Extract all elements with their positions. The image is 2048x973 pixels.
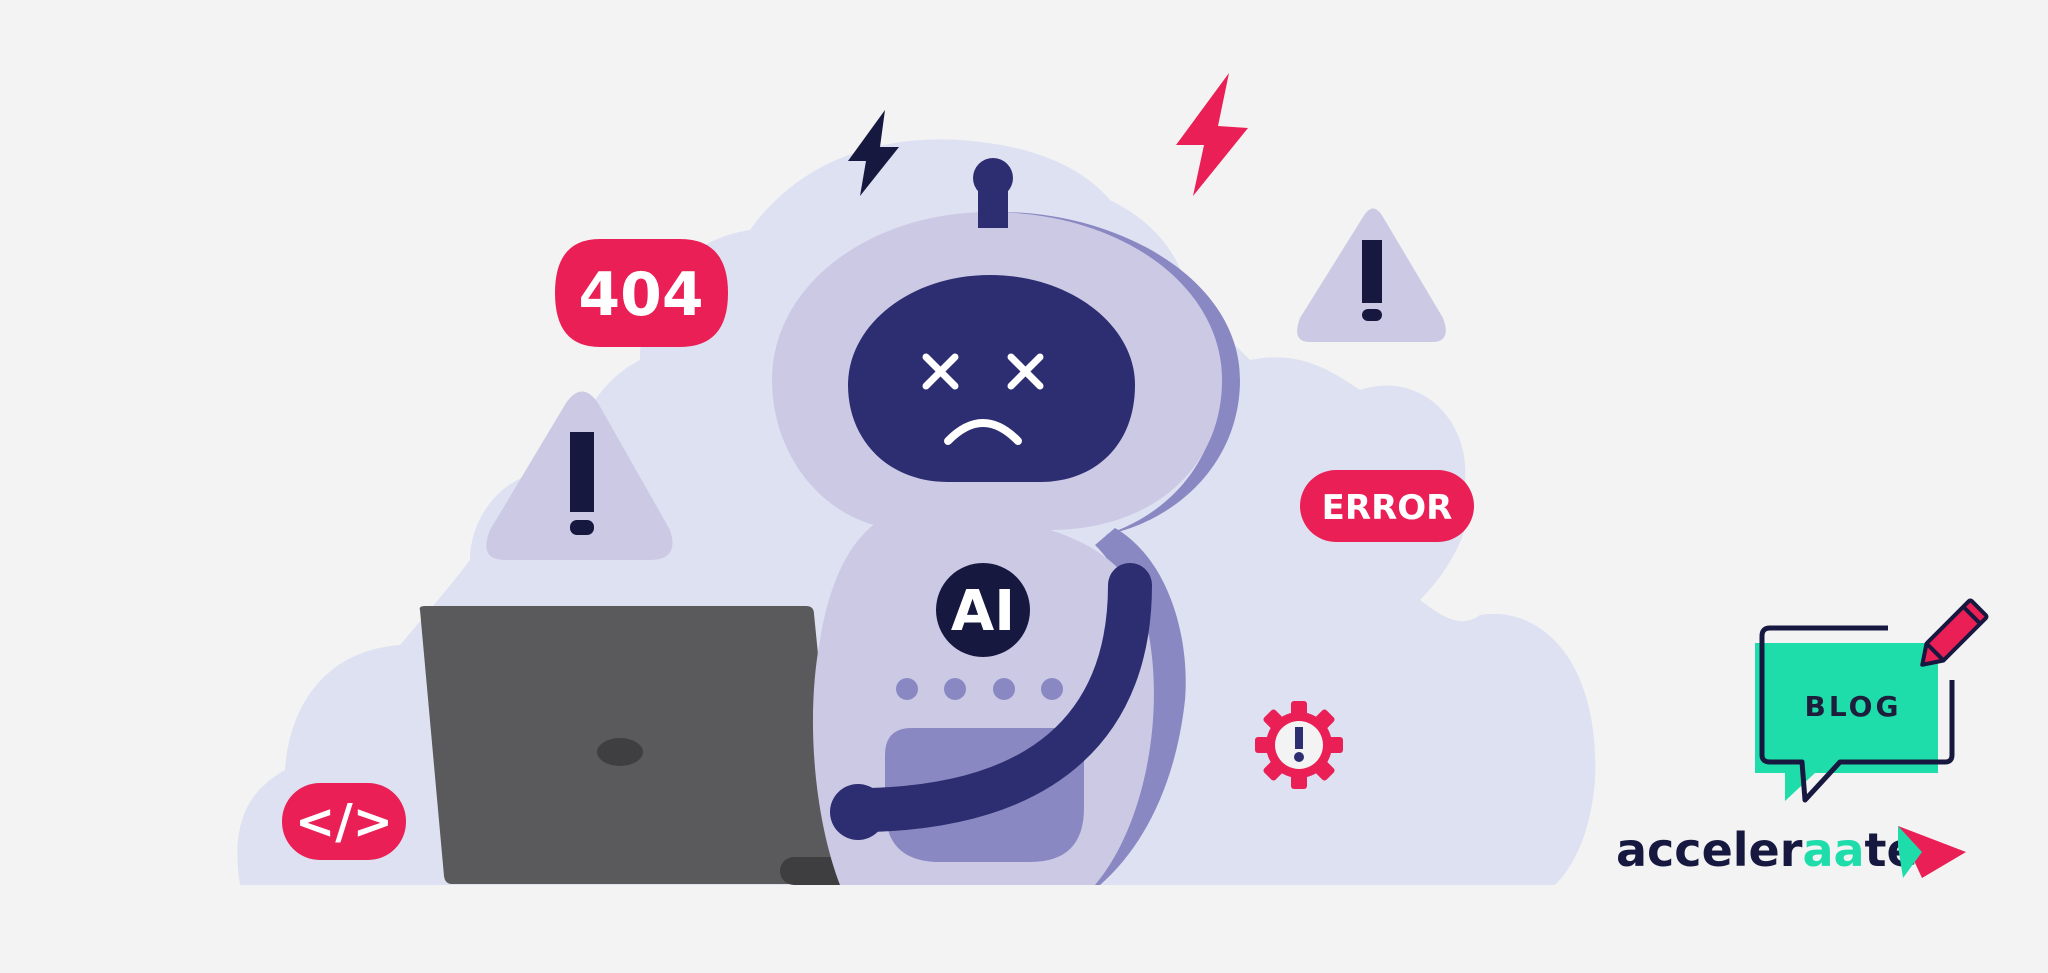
accelerate-logo: acceleraate <box>1616 823 1966 878</box>
pencil-icon <box>1920 598 1989 667</box>
chest-dot <box>993 678 1015 700</box>
badge-error-text: ERROR <box>1322 488 1453 528</box>
chest-dot <box>896 678 918 700</box>
blog-bubble: BLOG <box>1755 625 1955 803</box>
sad-mouth <box>944 419 1022 445</box>
badge-404: 404 <box>555 239 728 347</box>
logo-text-part2: aa <box>1802 823 1864 877</box>
logo-arrow-icon <box>1898 826 1966 878</box>
antenna <box>973 158 1013 228</box>
badge-404-text: 404 <box>578 260 703 330</box>
badge-error: ERROR <box>1300 470 1474 542</box>
chest-dot <box>1041 678 1063 700</box>
lightning-icon <box>1176 73 1248 196</box>
blog-label: BLOG <box>1805 690 1902 723</box>
robot: AI <box>772 158 1240 885</box>
ai-chest-badge <box>936 563 1030 657</box>
warning-triangle-icon <box>1297 208 1446 342</box>
svg-text:acceleraate: acceleraate <box>1616 823 1918 877</box>
ai-chest-label: AI <box>951 579 1015 644</box>
laptop-logo <box>597 738 643 766</box>
warning-triangle-icon <box>486 391 673 560</box>
chest-dot <box>944 678 966 700</box>
x-eyes <box>922 353 1044 390</box>
lightning-icon <box>848 110 899 196</box>
robot-arm <box>848 563 1152 832</box>
error-gear-icon <box>1255 701 1343 789</box>
badge-code-text: </> <box>295 794 393 850</box>
badge-code: </> <box>282 783 406 860</box>
logo-text-part1: acceler <box>1616 823 1803 877</box>
